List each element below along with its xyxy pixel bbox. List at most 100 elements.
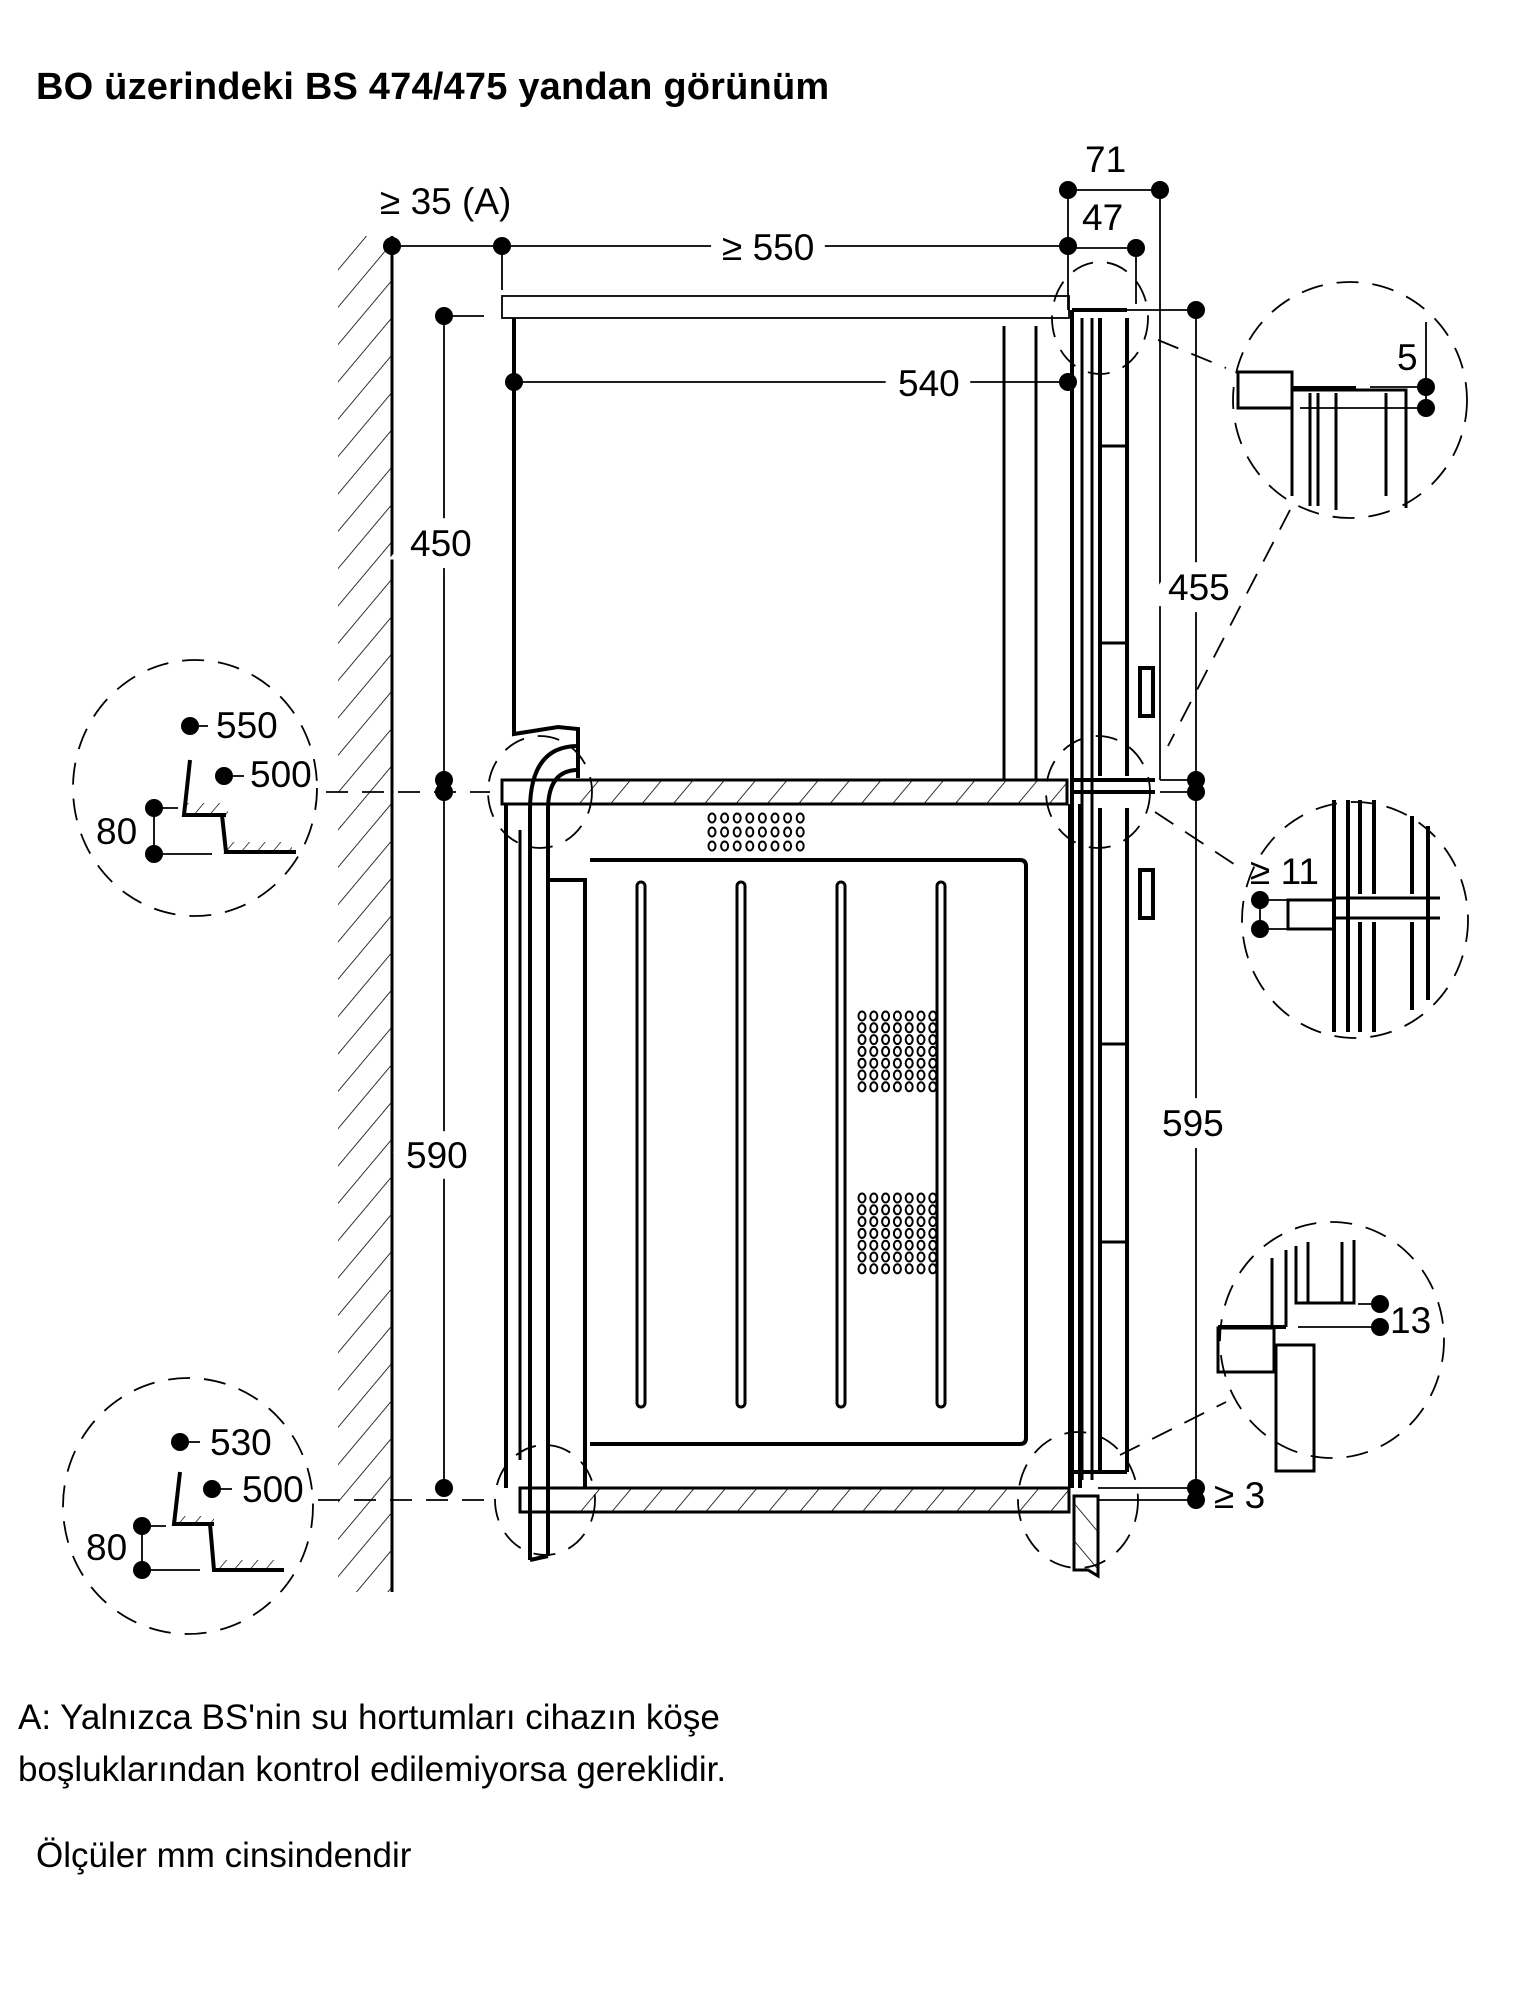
vent-hole (928, 1069, 938, 1081)
vent-hole (857, 1069, 867, 1081)
vent-hole (916, 1204, 926, 1216)
vent-hole (916, 1045, 926, 1057)
footnote-a: A: Yalnızca BS'nin su hortumları cihazın… (18, 1692, 726, 1796)
detail-upper-left: 550 500 80 (72, 659, 318, 917)
vent-hole (916, 1069, 926, 1081)
detail-middle-right: ≥ 11 (1241, 800, 1469, 1039)
vent-hole (928, 1034, 938, 1046)
vent-hole (707, 826, 717, 838)
vent-hole (795, 840, 805, 852)
vent-hole (881, 1069, 891, 1081)
vent-hole (928, 1045, 938, 1057)
dim-niche-depth: ≥ 550 (722, 227, 814, 268)
vent-hole (881, 1022, 891, 1034)
detail-bottom-right-gap: 13 (1390, 1300, 1431, 1341)
vent-hole (869, 1263, 879, 1275)
vent-hole (892, 1263, 902, 1275)
detail-middle-right-gap: ≥ 11 (1250, 851, 1319, 892)
vent-hole (732, 812, 742, 824)
dim-front-inner: 47 (1082, 197, 1123, 238)
dimension-endpoint-dot (493, 237, 511, 255)
dimension-endpoint-dot (1127, 239, 1145, 257)
vent-hole (904, 1034, 914, 1046)
vent-hole (857, 1251, 867, 1263)
vent-hole (892, 1057, 902, 1069)
vent-hole (928, 1239, 938, 1251)
dimension-endpoint-dot (383, 237, 401, 255)
vent-hole (892, 1192, 902, 1204)
vent-hole (928, 1010, 938, 1022)
vent-hole (892, 1010, 902, 1022)
vent-hole (916, 1022, 926, 1034)
dimension-endpoint-dot (1059, 181, 1077, 199)
dimension-endpoint-dot (1059, 373, 1077, 391)
vent-hole (904, 1057, 914, 1069)
detail-upper-left-step: 500 (250, 754, 312, 795)
dimension-endpoints (133, 181, 1435, 1579)
vent-hole (904, 1081, 914, 1093)
footnote-a-line1: A: Yalnızca BS'nin su hortumları cihazın… (18, 1698, 720, 1737)
dim-lower-front-height: 595 (1162, 1103, 1224, 1144)
vent-hole (928, 1263, 938, 1275)
vent-hole (745, 812, 755, 824)
vent-hole (881, 1239, 891, 1251)
vent-hole (916, 1192, 926, 1204)
vent-hole (892, 1216, 902, 1228)
vent-hole (904, 1010, 914, 1022)
vent-hole (857, 1192, 867, 1204)
vent-hole (881, 1204, 891, 1216)
vent-hole (881, 1251, 891, 1263)
vent-hole (916, 1034, 926, 1046)
vent-hole (857, 1216, 867, 1228)
middle-shelf-board (500, 778, 1069, 806)
detail-lower-left: 530 500 80 (62, 1377, 314, 1635)
vent-hole (881, 1192, 891, 1204)
vent-hole (783, 826, 793, 838)
vent-hole (928, 1022, 938, 1034)
detail-top-right: 5 (1232, 281, 1468, 519)
vent-hole (928, 1251, 938, 1263)
vent-hole (881, 1057, 891, 1069)
vent-hole (904, 1204, 914, 1216)
units-note: Ölçüler mm cinsindendir (36, 1836, 412, 1875)
vent-holes-middle (857, 1010, 938, 1093)
detail-lower-left-step: 500 (242, 1469, 304, 1510)
vent-hole (928, 1204, 938, 1216)
vent-hole (720, 812, 730, 824)
vent-hole (928, 1216, 938, 1228)
vent-hole (783, 812, 793, 824)
vent-hole (916, 1010, 926, 1022)
vent-hole (881, 1263, 891, 1275)
vent-hole (857, 1010, 867, 1022)
vent-hole (707, 812, 717, 824)
vent-hole (928, 1081, 938, 1093)
vent-hole (770, 840, 780, 852)
vent-hole (916, 1057, 926, 1069)
dimension-endpoint-dot (505, 373, 523, 391)
vent-hole (892, 1045, 902, 1057)
vent-hole (869, 1022, 879, 1034)
dimension-endpoint-dot (1151, 181, 1169, 199)
vent-hole (745, 840, 755, 852)
vent-hole (916, 1227, 926, 1239)
vent-hole (869, 1069, 879, 1081)
vent-hole (857, 1057, 867, 1069)
dim-upper-height: 450 (410, 523, 472, 564)
vent-hole (904, 1192, 914, 1204)
vent-hole (904, 1069, 914, 1081)
vent-hole (928, 1227, 938, 1239)
vent-hole (881, 1216, 891, 1228)
vent-hole (757, 812, 767, 824)
vent-hole (757, 826, 767, 838)
knob-lower (1138, 868, 1155, 920)
vent-hole (745, 826, 755, 838)
vent-hole (869, 1227, 879, 1239)
vent-hole (928, 1057, 938, 1069)
vent-hole (881, 1010, 891, 1022)
dimension-endpoint-dot (1059, 237, 1077, 255)
vent-hole (881, 1227, 891, 1239)
dim-wall-gap: ≥ 35 (A) (380, 181, 511, 222)
dimension-endpoint-dot (1187, 301, 1205, 319)
vent-hole (720, 826, 730, 838)
